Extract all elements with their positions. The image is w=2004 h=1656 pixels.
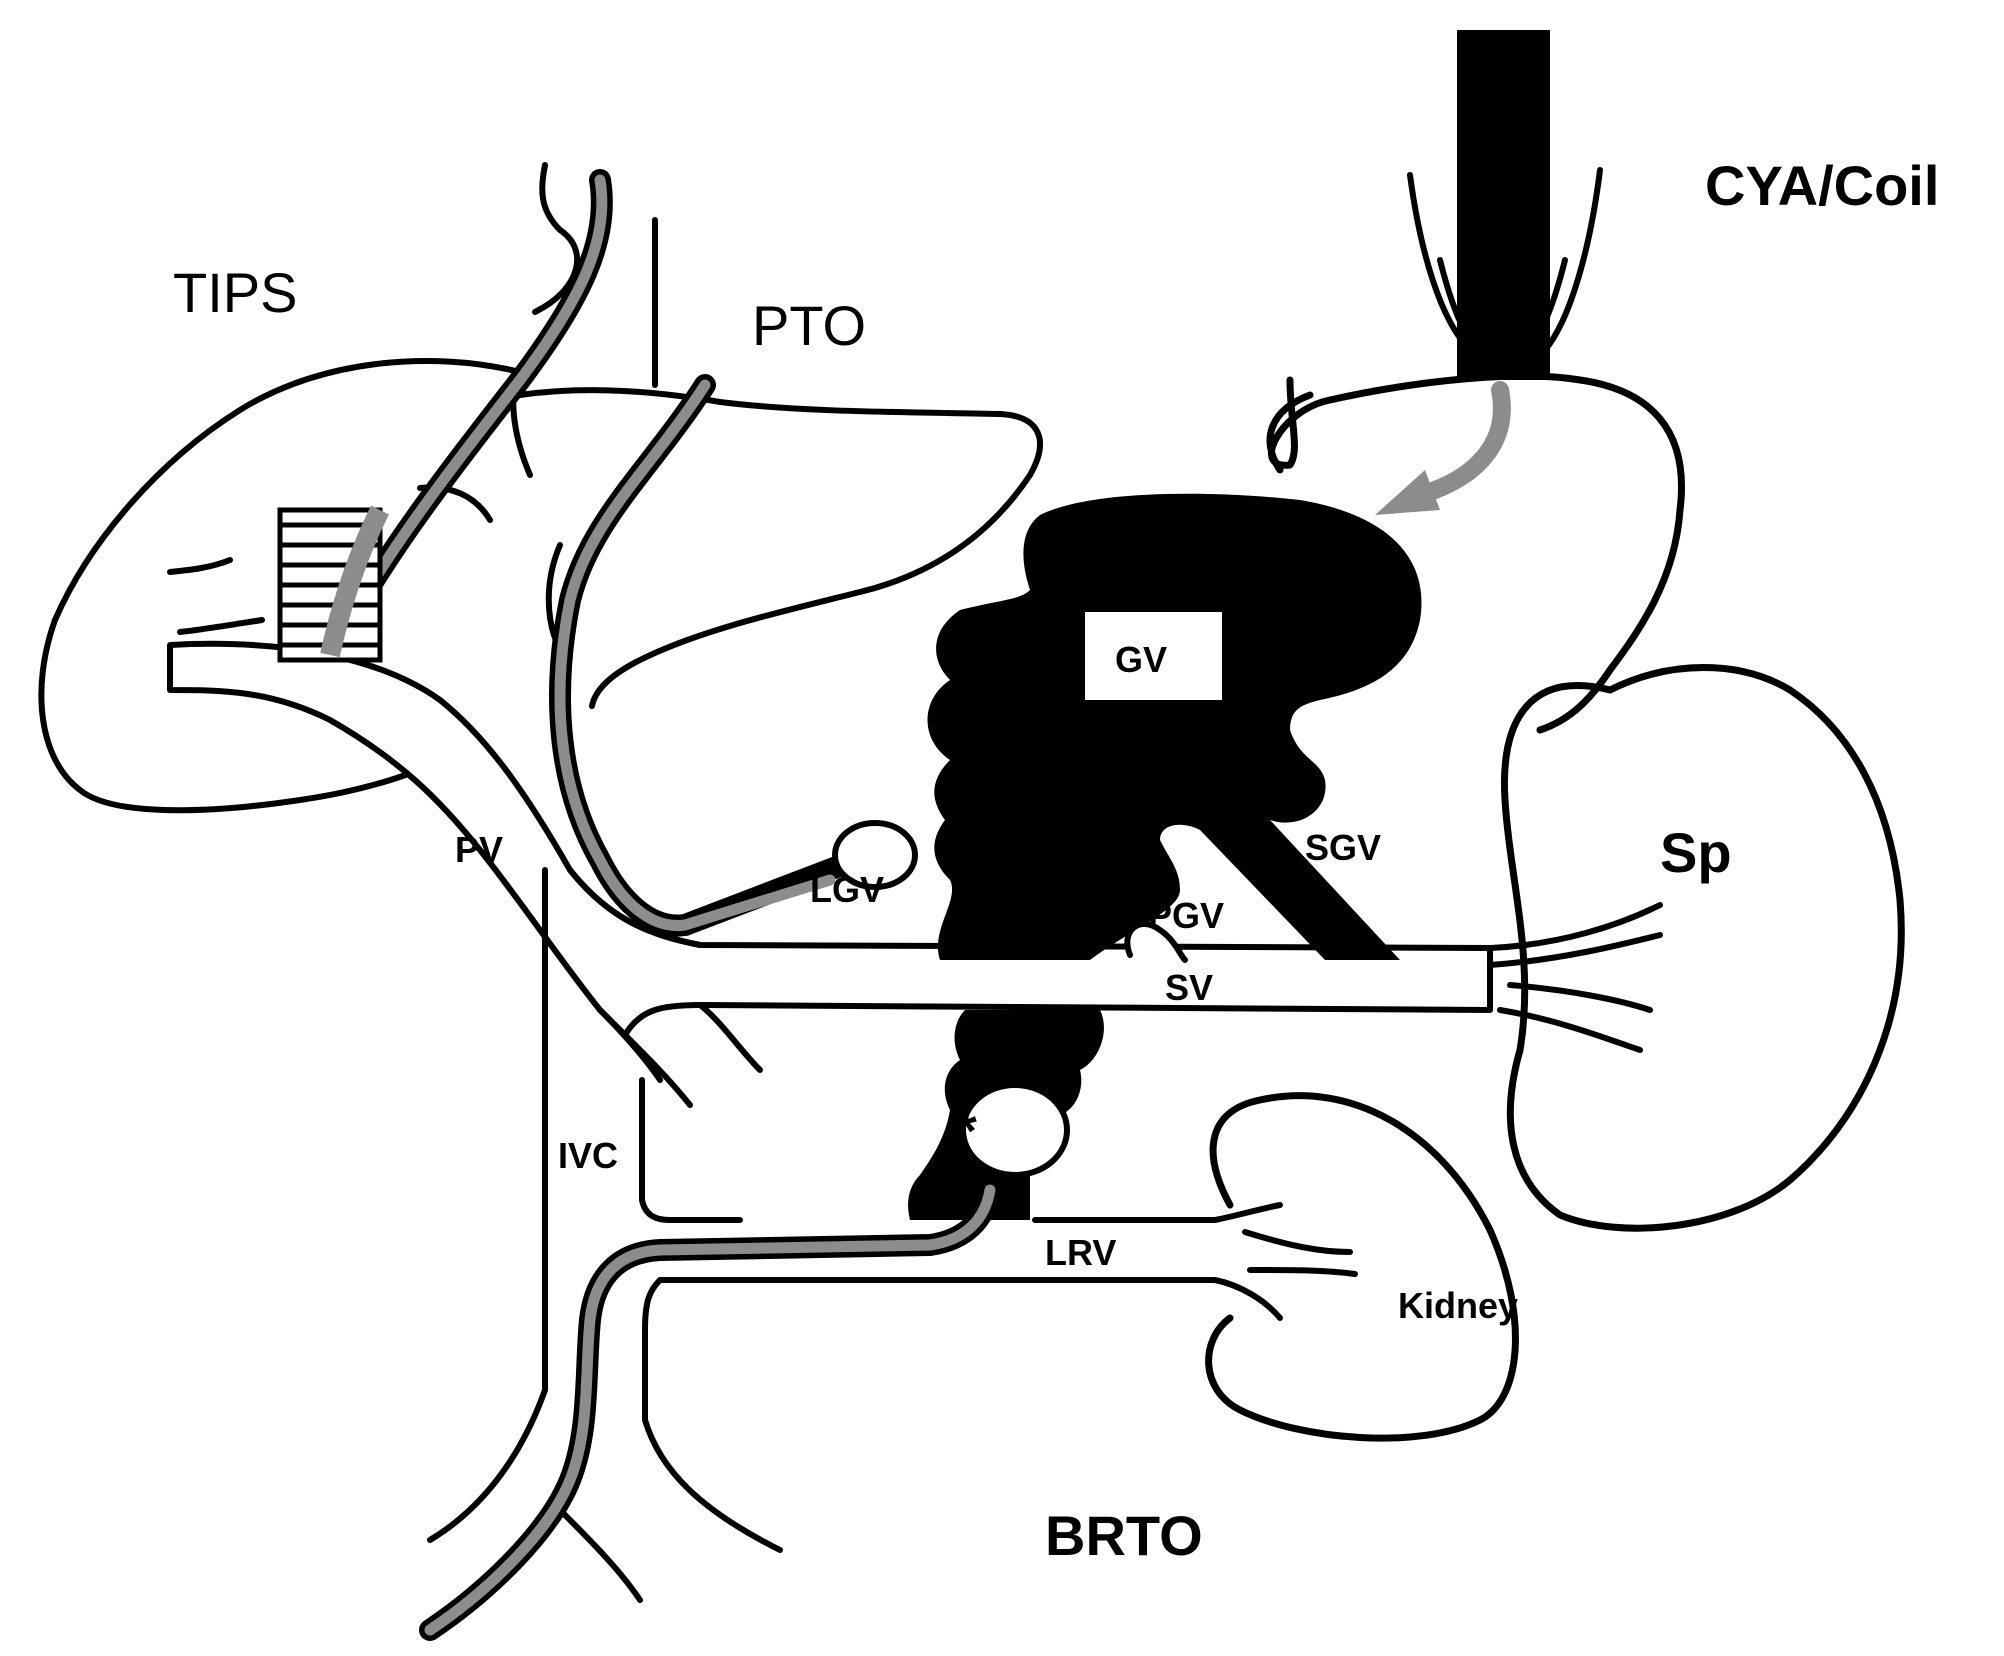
left-renal-vein — [657, 1202, 1358, 1321]
label-pgv: PGV — [1148, 895, 1224, 936]
pgv-gap — [1124, 921, 1188, 963]
asterisk-balloon — [960, 1082, 1070, 1178]
label-sp: Sp — [1660, 821, 1732, 884]
injection-arrow-icon — [1375, 381, 1511, 515]
portal-vein — [167, 640, 1493, 1108]
label-lrv: LRV — [1045, 1232, 1116, 1273]
label-cya-coil: CYA/Coil — [1705, 154, 1939, 217]
gv-label-box — [1085, 612, 1222, 700]
kidney-outline — [1205, 1092, 1519, 1442]
label-tips: TIPS — [173, 261, 297, 324]
ivc — [427, 867, 783, 1603]
label-ivc: IVC — [558, 1135, 618, 1176]
tips-catheter — [329, 169, 613, 651]
tips-stent-icon — [277, 505, 389, 663]
pto-catheter — [549, 374, 836, 937]
label-sgv: SGV — [1305, 827, 1381, 868]
label-pv: PV — [455, 829, 503, 870]
label-lgv: LGV — [810, 869, 884, 910]
label-sv: SV — [1165, 967, 1213, 1008]
lgv-pocket — [832, 820, 918, 890]
stomach-fundus — [1266, 391, 1314, 474]
endoscope-icon — [1407, 30, 1603, 380]
gastric-varices — [674, 493, 1422, 1220]
splenic-vein-branches — [1487, 902, 1663, 1053]
liver — [38, 162, 1043, 814]
label-brto: BRTO — [1045, 1504, 1203, 1567]
brto-catheter — [419, 1179, 1001, 1641]
spleen-outline — [1500, 664, 1905, 1232]
label-pto: PTO — [752, 294, 866, 357]
label-gv: GV — [1115, 639, 1167, 680]
label-kidney: Kidney — [1398, 1285, 1518, 1326]
label-asterisk: * — [955, 1099, 977, 1162]
